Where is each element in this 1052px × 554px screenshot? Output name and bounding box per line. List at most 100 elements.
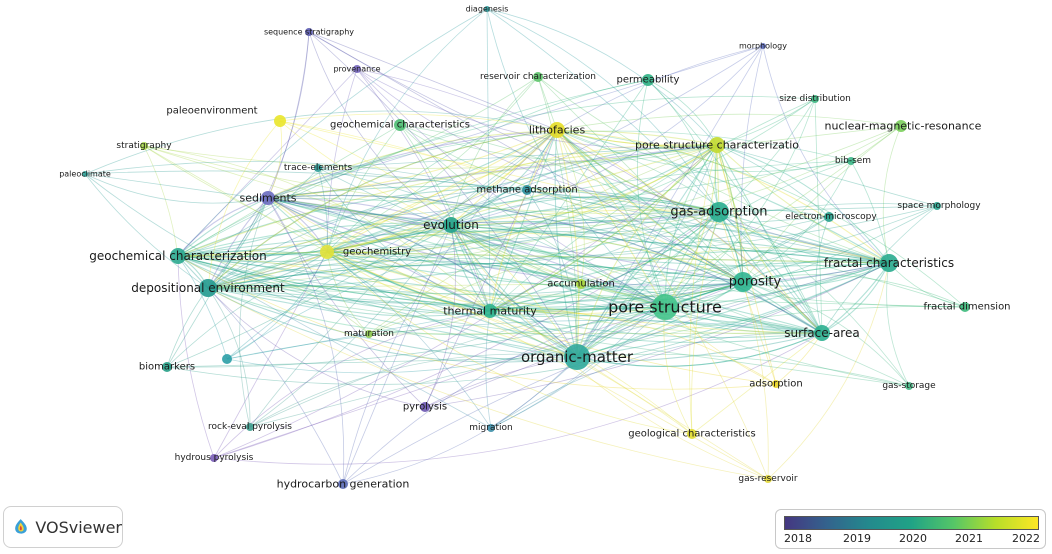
node-geochemistry[interactable]: [320, 245, 334, 259]
label-paleoclimate[interactable]: paleoclimate: [59, 170, 111, 179]
label-gas-reservoir[interactable]: gas-reservoir: [738, 474, 797, 484]
link-lithofacies-surface-area: [556, 129, 823, 334]
node-thermal-maturity[interactable]: [483, 304, 497, 318]
node-surface-area[interactable]: [814, 325, 830, 341]
label-geochemical-characterization[interactable]: geochemical characterization: [89, 249, 267, 263]
node-hydrous-pyrolysis[interactable]: [210, 454, 218, 462]
node-gas-reservoir[interactable]: [764, 475, 772, 483]
node-unlabeled-node[interactable]: [222, 354, 232, 364]
node-evolution[interactable]: [443, 217, 459, 233]
node-sequence-stratigraphy[interactable]: [305, 28, 313, 36]
label-geochemistry[interactable]: geochemistry: [343, 247, 411, 258]
label-thermal-maturity[interactable]: thermal maturity: [443, 305, 537, 318]
node-depositional-environment[interactable]: [199, 279, 217, 297]
node-porosity[interactable]: [733, 272, 753, 292]
node-pyrolysis[interactable]: [420, 402, 430, 412]
node-migration[interactable]: [487, 424, 495, 432]
label-organic-matter[interactable]: organic-matter: [521, 348, 634, 366]
label-provenance[interactable]: provenance: [333, 65, 380, 74]
link-maturation-geochemical-characterization: [177, 255, 370, 335]
link-geochemical-characterization-surface-area: [177, 255, 823, 334]
link-gas-adsorption-lithofacies: [556, 129, 720, 213]
label-size-distribution[interactable]: size distribution: [779, 94, 851, 104]
link-surface-area-thermal-maturity: [489, 310, 823, 339]
label-migration[interactable]: migration: [469, 423, 512, 433]
label-rock-eval-pyrolysis[interactable]: rock-eval pyrolysis: [208, 422, 292, 432]
node-fractal-dimension[interactable]: [960, 302, 970, 312]
link-gas-adsorption-evolution: [450, 196, 720, 226]
label-permeability[interactable]: permeability: [617, 75, 680, 86]
label-maturation[interactable]: maturation: [344, 329, 394, 339]
node-bib-sem[interactable]: [847, 157, 855, 165]
node-permeability[interactable]: [642, 74, 654, 86]
label-hydrous-pyrolysis[interactable]: hydrous pyrolysis: [175, 453, 254, 463]
node-paleoenvironment[interactable]: [274, 115, 286, 127]
node-hydrocarbon-generation[interactable]: [338, 479, 348, 489]
label-geochemical-characteristics[interactable]: geochemical characteristics: [330, 120, 470, 131]
label-geological-characteristics[interactable]: geological characteristics: [628, 429, 756, 440]
node-pore-structure-characterizatio[interactable]: [709, 137, 725, 153]
label-morphology[interactable]: morphology: [739, 42, 787, 51]
node-methane-adsorption[interactable]: [522, 185, 532, 195]
node-biomarkers[interactable]: [162, 362, 172, 372]
label-fractal-dimension[interactable]: fractal dimension: [923, 302, 1010, 313]
link-geochemical-characteristics-geochemical-characterization: [177, 124, 401, 257]
node-geochemical-characteristics[interactable]: [394, 119, 406, 131]
label-space-morphology[interactable]: space morphology: [897, 201, 981, 211]
label-evolution[interactable]: evolution: [423, 218, 479, 232]
label-hydrocarbon-generation[interactable]: hydrocarbon generation: [277, 478, 410, 491]
label-paleoenvironment[interactable]: paleoenvironment: [166, 106, 257, 117]
label-electron-microscopy[interactable]: electron-microscopy: [785, 212, 877, 222]
label-adsorption[interactable]: adsorption: [749, 379, 802, 390]
node-electron-microscopy[interactable]: [824, 212, 834, 222]
label-pore-structure-characterizatio[interactable]: pore structure characterizatio: [635, 139, 799, 152]
link-provenance-thermal-maturity: [356, 68, 491, 312]
node-lithofacies[interactable]: [549, 122, 565, 138]
label-reservoir-characterization[interactable]: reservoir characterization: [480, 72, 596, 82]
link-stratigraphy-pore-structure: [143, 145, 666, 308]
label-surface-area[interactable]: surface-area: [784, 326, 859, 340]
node-nuclear-magnetic-resonance[interactable]: [895, 120, 907, 132]
label-nuclear-magnetic-resonance[interactable]: nuclear-magnetic-resonance: [825, 120, 982, 133]
label-biomarkers[interactable]: biomarkers: [139, 362, 195, 373]
node-pore-structure[interactable]: [652, 294, 678, 320]
label-depositional-environment[interactable]: depositional environment: [131, 281, 285, 295]
node-fractal-characteristics[interactable]: [880, 254, 898, 272]
label-accumulation[interactable]: accumulation: [547, 279, 615, 290]
label-sediments[interactable]: sediments: [239, 192, 296, 205]
label-stratigraphy[interactable]: stratigraphy: [116, 141, 172, 151]
node-geochemical-characterization[interactable]: [170, 248, 186, 264]
label-bib-sem[interactable]: bib-sem: [835, 156, 871, 166]
label-pore-structure[interactable]: pore structure: [608, 298, 722, 317]
node-trace-elements[interactable]: [314, 164, 322, 172]
label-fractal-characteristics[interactable]: fractal characteristics: [824, 256, 954, 270]
link-methane-adsorption-organic-matter: [526, 189, 578, 358]
node-reservoir-characterization[interactable]: [533, 72, 543, 82]
label-methane-adsorption[interactable]: methane adsorption: [476, 185, 577, 196]
node-rock-eval-pyrolysis[interactable]: [246, 423, 254, 431]
label-diagenesis[interactable]: diagenesis: [466, 5, 509, 14]
label-sequence-stratigraphy[interactable]: sequence stratigraphy: [264, 28, 354, 37]
node-gas-storage[interactable]: [905, 382, 913, 390]
label-lithofacies[interactable]: lithofacies: [529, 124, 586, 137]
node-gas-adsorption[interactable]: [709, 202, 729, 222]
node-adsorption[interactable]: [772, 380, 780, 388]
node-size-distribution[interactable]: [811, 95, 819, 103]
node-maturation[interactable]: [365, 330, 373, 338]
label-gas-storage[interactable]: gas-storage: [882, 381, 936, 391]
label-gas-adsorption[interactable]: gas-adsorption: [670, 205, 767, 220]
node-stratigraphy[interactable]: [140, 142, 148, 150]
node-morphology[interactable]: [760, 43, 766, 49]
node-organic-matter[interactable]: [564, 344, 590, 370]
node-sediments[interactable]: [261, 191, 275, 205]
node-diagenesis[interactable]: [484, 6, 490, 12]
node-paleoclimate[interactable]: [82, 171, 88, 177]
label-porosity[interactable]: porosity: [729, 275, 782, 290]
node-provenance[interactable]: [353, 65, 361, 73]
label-pyrolysis[interactable]: pyrolysis: [403, 402, 447, 413]
node-space-morphology[interactable]: [933, 202, 941, 210]
node-geological-characteristics[interactable]: [687, 429, 697, 439]
node-accumulation[interactable]: [576, 279, 586, 289]
label-trace-elements[interactable]: trace-elements: [284, 163, 353, 173]
